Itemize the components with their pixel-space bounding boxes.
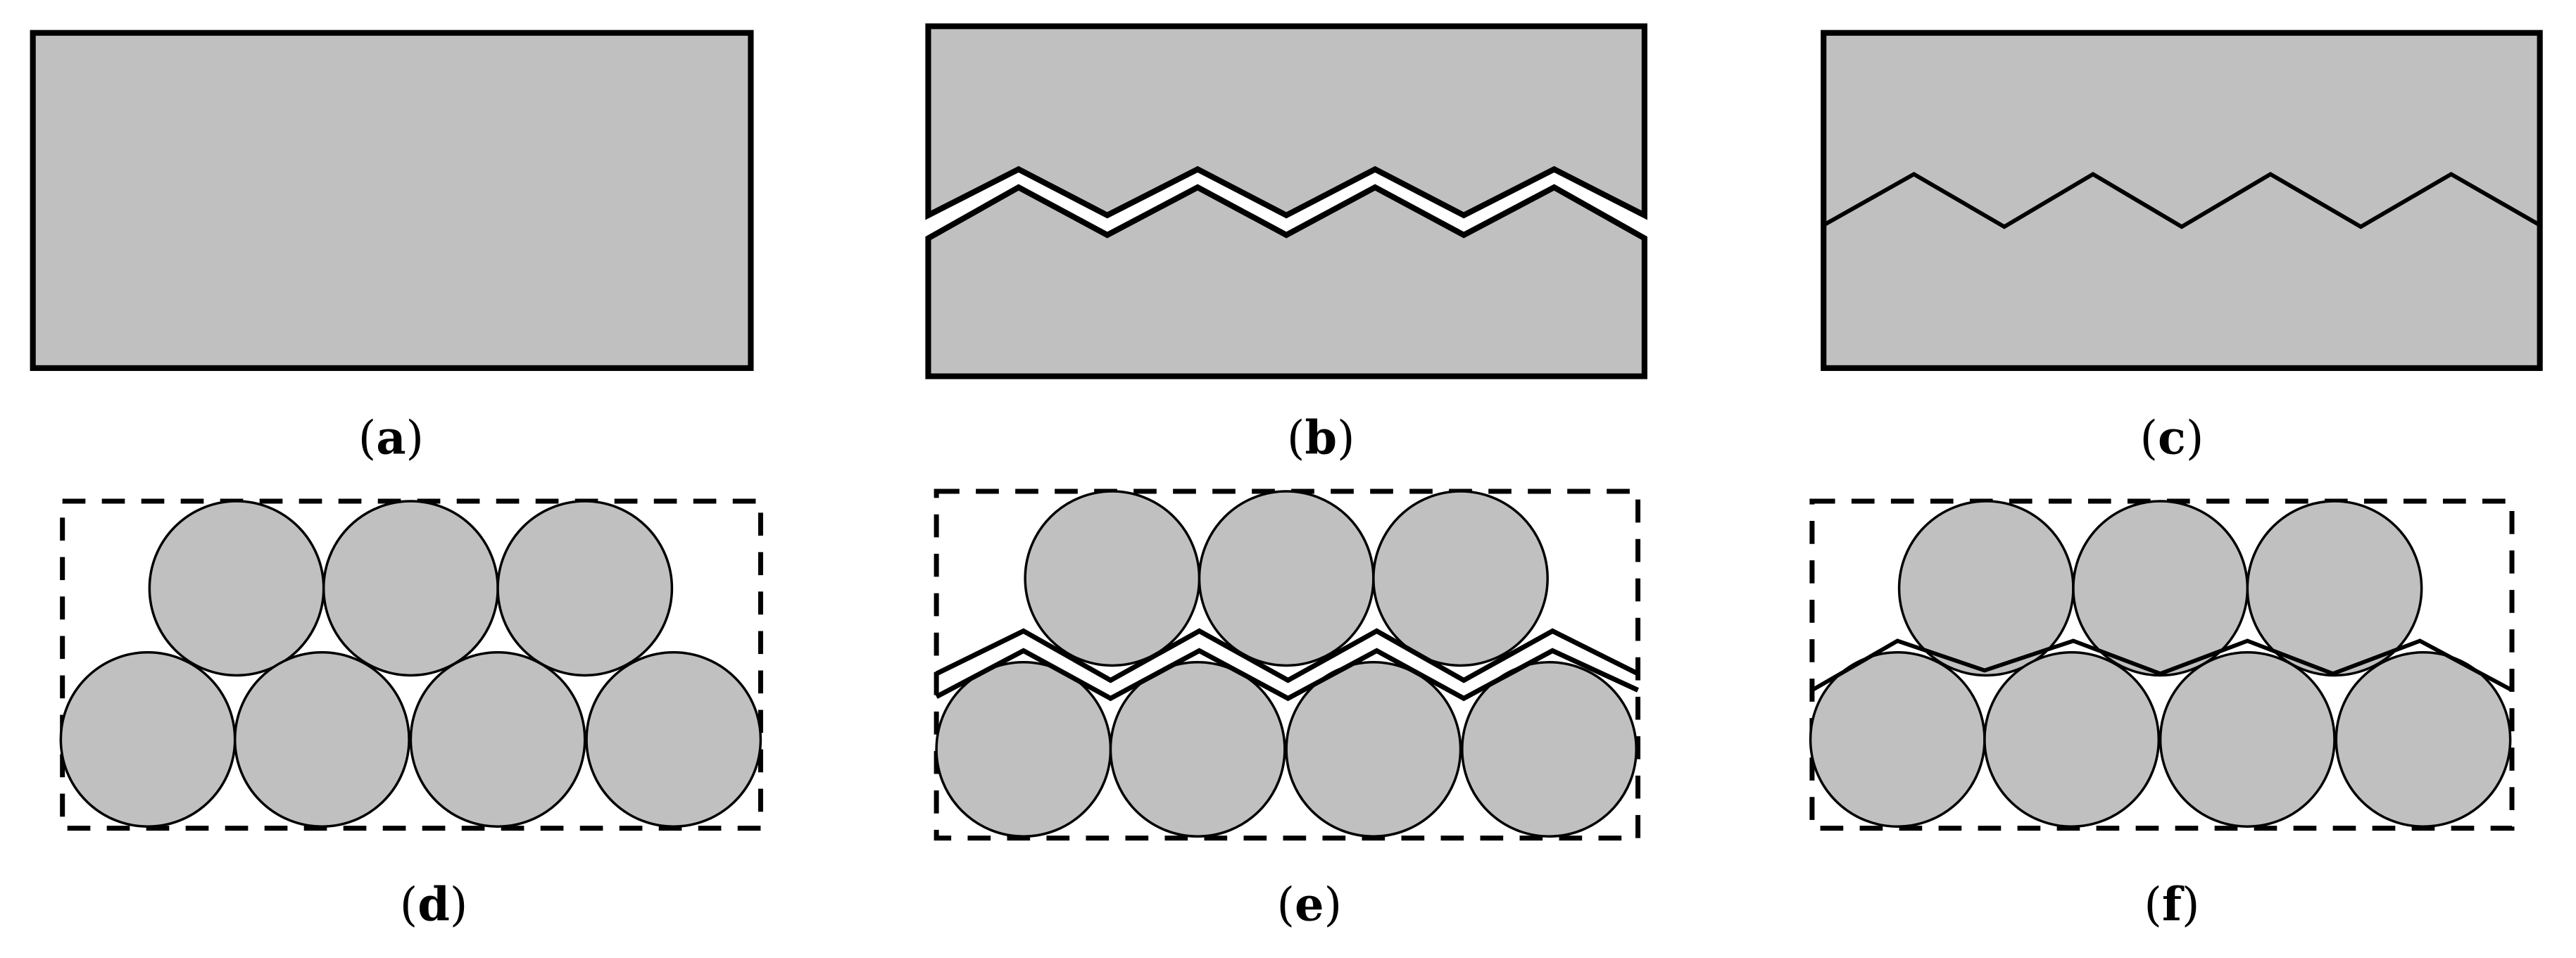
dashed-boundary xyxy=(934,489,1641,841)
zigzag-gap-upper xyxy=(935,628,1640,683)
upper-block xyxy=(925,23,1647,220)
panel-b: (b) xyxy=(925,23,1647,465)
panel-b-label: (b) xyxy=(1287,411,1355,465)
panel-f: (f) xyxy=(1809,498,2515,931)
panel-e: (e) xyxy=(934,489,1641,931)
panel-a-label: (a) xyxy=(358,411,424,465)
particles xyxy=(59,500,762,828)
interface-block xyxy=(1821,30,2543,372)
panel-d: (d) xyxy=(59,498,763,931)
panel-a: (a) xyxy=(30,30,754,465)
particles xyxy=(1809,500,2512,828)
particles xyxy=(935,490,1638,838)
panel-f-label: (f) xyxy=(2144,878,2199,931)
zigzag-gap-lower xyxy=(935,648,1640,702)
panel-c: (c) xyxy=(1821,30,2543,465)
panel-d-label: (d) xyxy=(400,878,468,931)
lower-block xyxy=(925,184,1647,379)
zigzag-interface xyxy=(1822,172,2542,229)
zigzag-interface xyxy=(1811,638,2513,693)
solid-block xyxy=(30,30,754,372)
panel-e-label: (e) xyxy=(1277,878,1343,931)
panel-c-label: (c) xyxy=(2140,411,2204,465)
